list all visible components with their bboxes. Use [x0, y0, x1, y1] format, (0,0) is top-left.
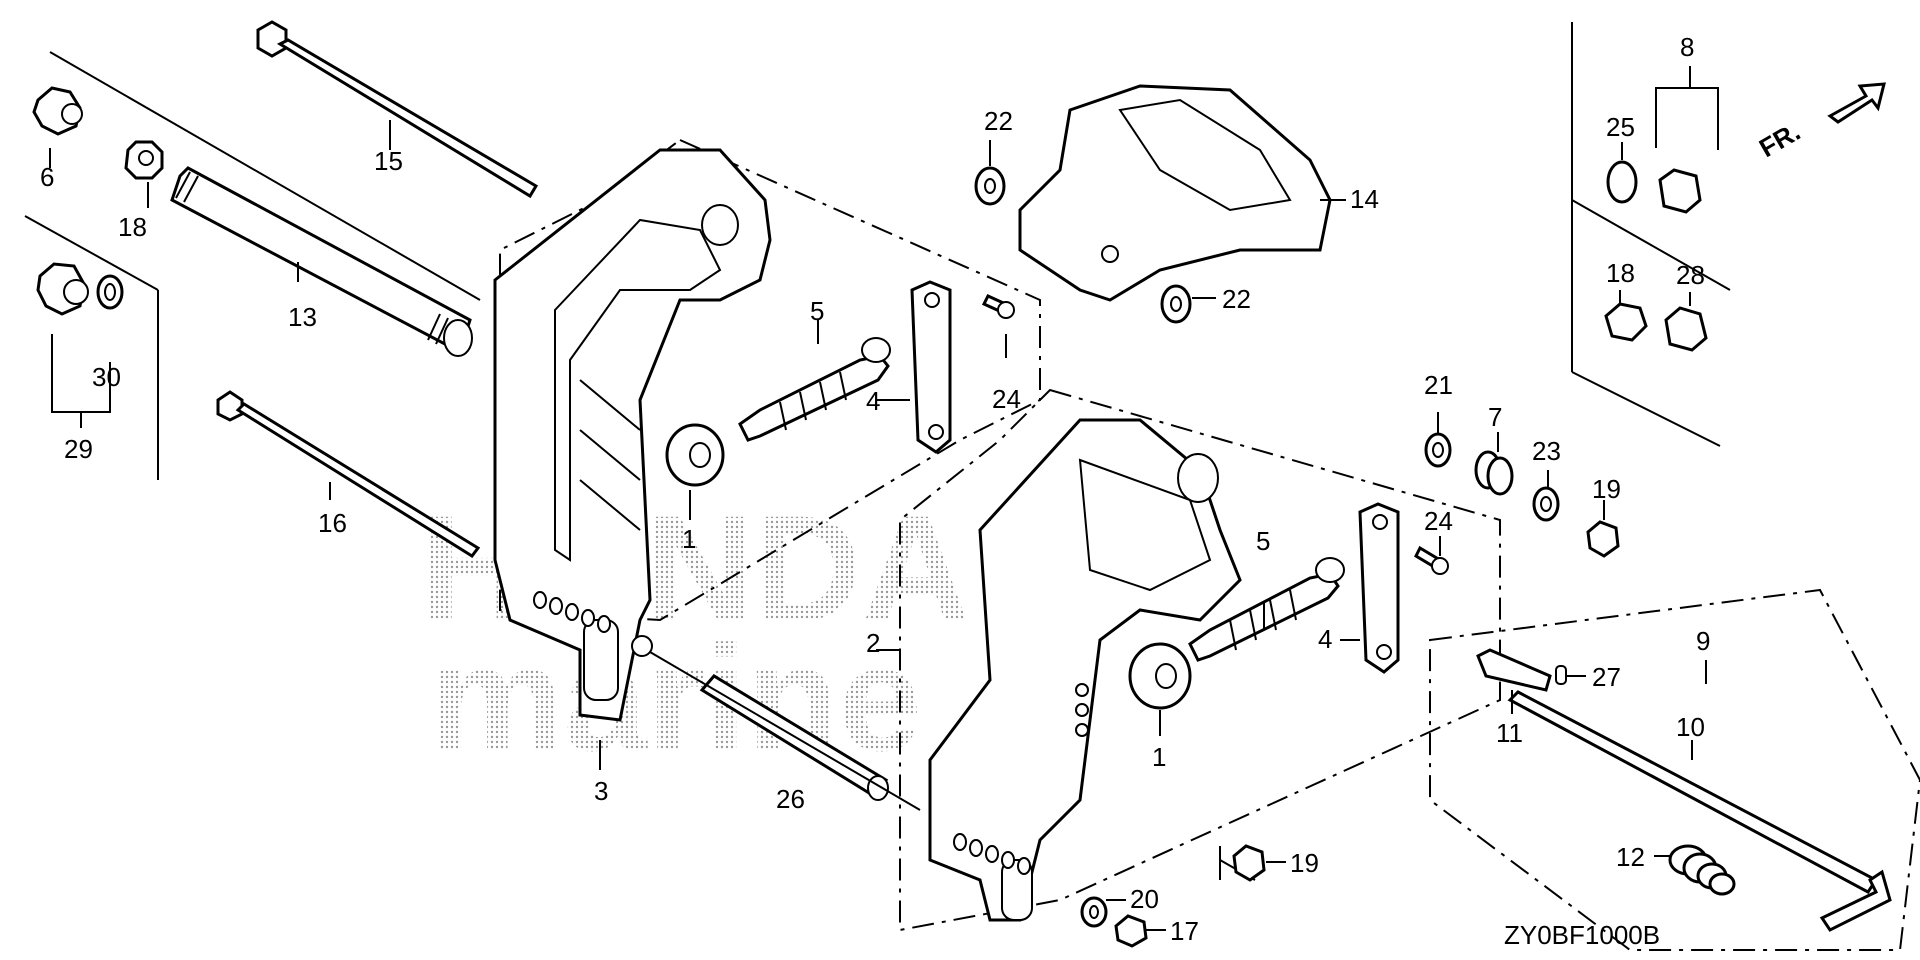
callout-23: 23: [1532, 436, 1561, 466]
part-29-nut: [36, 262, 89, 316]
part-17-nut: [1114, 914, 1148, 948]
slot-row: [533, 591, 611, 633]
callout-18-left: 18: [118, 212, 147, 242]
callout-10: 10: [1676, 712, 1705, 742]
part-20-washer: [1080, 896, 1108, 928]
callout-24-upper: 24: [992, 384, 1021, 414]
part-1-washer-lower: [1128, 642, 1192, 710]
part-30-washer: [96, 274, 124, 310]
callout-22-right: 22: [1222, 284, 1251, 314]
group-outlines: [499, 138, 1920, 951]
part-18-hex-nut: [124, 140, 164, 180]
callout-9: 9: [1696, 626, 1710, 656]
part-13-shaft: [170, 166, 473, 357]
watermark: HONDA marine: [420, 484, 970, 782]
part-4-plate-lower: [1358, 502, 1400, 674]
part-14-pad: [1018, 84, 1332, 302]
leader-lines: [49, 120, 1707, 931]
part-5-spring-bolt-upper: [738, 337, 891, 442]
callout-13: 13: [288, 302, 317, 332]
callout-4-upper: 4: [866, 386, 880, 416]
part-21-washer: [1424, 432, 1452, 468]
callout-17: 17: [1170, 916, 1199, 946]
part-24-screw-lower: [1414, 545, 1449, 575]
part-2-right-bracket: [928, 418, 1242, 922]
callout-1-upper: 1: [682, 524, 696, 554]
callout-21: 21: [1424, 370, 1453, 400]
part-27-clip: [1555, 665, 1567, 685]
part-16-bolt: [216, 390, 481, 559]
callout-1-lower: 1: [1152, 742, 1166, 772]
part-19-nut-b: [1232, 844, 1266, 882]
part-8-bushing: [1658, 168, 1702, 214]
callout-12: 12: [1616, 842, 1645, 872]
callout-11: 11: [1496, 718, 1523, 748]
callout-19-bottom: 19: [1290, 848, 1319, 878]
callout-18-right: 18: [1606, 258, 1635, 288]
part-28-bushing: [1664, 306, 1708, 352]
part-6-nut: [32, 86, 83, 136]
part-15-bolt: [256, 20, 539, 199]
callout-24-lower: 24: [1424, 506, 1453, 536]
part-25-ring: [1606, 160, 1638, 204]
slot-row-lower: [953, 833, 1031, 875]
callout-5-lower: 5: [1256, 526, 1270, 556]
part-12-spring: [1668, 844, 1736, 896]
callout-26: 26: [776, 784, 805, 814]
part-18-nut-right: [1604, 302, 1648, 342]
callout-19-right: 19: [1592, 474, 1621, 504]
callout-14: 14: [1350, 184, 1379, 214]
callout-20: 20: [1130, 884, 1159, 914]
callout-30: 30: [92, 362, 121, 392]
part-22-washer-b: [1160, 284, 1192, 324]
callout-5-upper: 5: [810, 296, 824, 326]
callout-25: 25: [1606, 112, 1635, 142]
callout-8: 8: [1680, 32, 1694, 62]
callout-22-top: 22: [984, 106, 1013, 136]
callout-16: 16: [318, 508, 347, 538]
callout-15: 15: [374, 146, 403, 176]
callout-7: 7: [1488, 402, 1502, 432]
front-arrow-label: FR.: [1754, 116, 1805, 163]
callout-labels: 6 18 13 15 30 29 16 3 26 1 5 4 22 14 22 …: [40, 32, 1710, 946]
front-direction-arrow: FR.: [1754, 82, 1886, 163]
part-7-spring: [1474, 450, 1514, 496]
callout-6: 6: [40, 162, 54, 192]
callout-27: 27: [1592, 662, 1621, 692]
part-11-grip: [1476, 648, 1552, 692]
part-10-rod: [1507, 690, 1892, 932]
callout-29: 29: [64, 434, 93, 464]
callout-4-lower: 4: [1318, 624, 1332, 654]
part-3-left-bracket: [493, 148, 772, 722]
callout-28: 28: [1676, 260, 1705, 290]
part-19-nut-a: [1586, 520, 1620, 558]
part-4-plate-upper: [910, 280, 952, 454]
part-23-washer: [1532, 486, 1560, 522]
part-24-screw-upper: [981, 294, 1015, 319]
part-22-washer-a: [974, 166, 1006, 206]
callout-3: 3: [594, 776, 608, 806]
diagram-code: ZY0BF1000B: [1504, 920, 1660, 950]
callout-2: 2: [866, 628, 880, 658]
part-1-washer-upper: [665, 423, 725, 487]
